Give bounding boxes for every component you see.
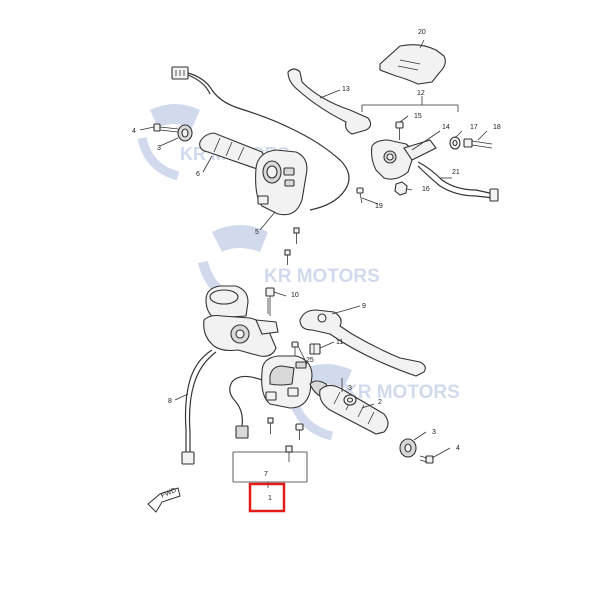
callout-numbers: 1 2 3 3 3 4 4 5 6 7 8 9 10 11 12 13 14 1… [132, 29, 501, 502]
callout-2: 2 [378, 399, 382, 406]
lower-screw-25 [291, 341, 299, 356]
lower-washer-3 [343, 394, 357, 406]
callout-4-upper: 4 [132, 128, 136, 135]
callout-7: 7 [264, 471, 268, 478]
upper-bolt-15 [395, 121, 404, 140]
callout-6: 6 [196, 171, 200, 178]
callout-9: 9 [362, 303, 366, 310]
upper-bolt-18 [463, 138, 493, 149]
callout-18: 18 [493, 124, 501, 131]
callout-3-lower-weight: 3 [432, 429, 436, 436]
clutch-cover-20 [379, 44, 446, 85]
callout-13: 13 [342, 86, 350, 93]
callout-1: 1 [268, 495, 272, 502]
upper-screw-19 [356, 187, 364, 204]
upper-switch-screw [284, 227, 300, 265]
watermark-text-middle: KR MOTORS [264, 266, 380, 287]
callout-11: 11 [336, 339, 343, 346]
callout-15: 15 [414, 113, 422, 120]
forward-arrow: FWD [147, 487, 181, 513]
callout-14: 14 [442, 124, 450, 131]
lower-bolt-10 [265, 287, 275, 316]
callout-25: 25 [306, 357, 314, 364]
upper-grip [199, 132, 265, 171]
callout-16: 16 [422, 186, 430, 193]
part-1-highlight-box [248, 482, 286, 513]
callout-10: 10 [291, 292, 299, 299]
watermark-text-bottom: KR MOTORS [344, 382, 460, 403]
lower-screws-7 [267, 417, 304, 462]
callout-19: 19 [375, 203, 383, 210]
callout-5: 5 [255, 229, 259, 236]
lower-weight-3 [399, 438, 417, 458]
lower-leader-lines [174, 291, 451, 488]
callout-12: 12 [417, 90, 425, 97]
upper-weight-3 [177, 124, 193, 142]
brake-switch-11 [309, 343, 321, 355]
clutch-perch [370, 139, 437, 180]
lower-bolt-4 [419, 455, 434, 464]
upper-left-switch [255, 149, 308, 216]
upper-washer-17 [449, 136, 461, 150]
callout-3-lower-washer: 3 [348, 385, 352, 392]
brake-master-cylinder [203, 285, 279, 357]
upper-leader-lines [139, 39, 488, 231]
callout-8: 8 [168, 398, 172, 405]
right-switch-cable [181, 349, 263, 465]
callout-20: 20 [418, 29, 426, 36]
callout-21: 21 [452, 169, 460, 176]
right-switch-housing [261, 355, 313, 409]
callout-3-upper: 3 [157, 145, 161, 152]
clutch-lever [287, 68, 372, 135]
upper-bolt-4 [153, 123, 179, 133]
upper-nut-16 [394, 181, 408, 196]
callout-4-lower: 4 [456, 445, 460, 452]
upper-left-switch-cable [171, 66, 350, 211]
clutch-switch-21 [417, 161, 499, 202]
callout-17: 17 [470, 124, 478, 131]
